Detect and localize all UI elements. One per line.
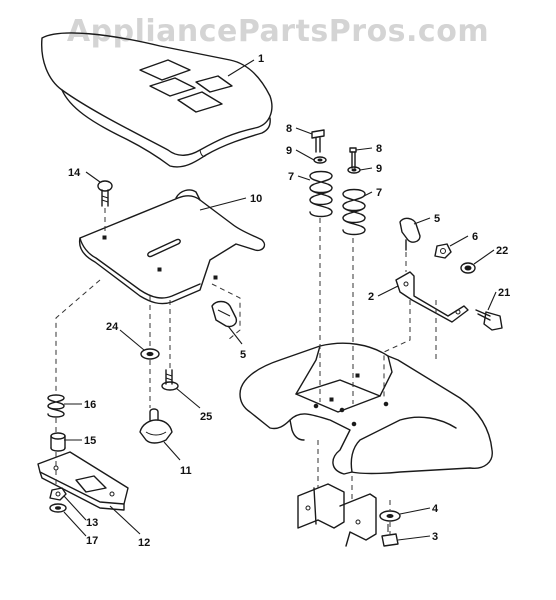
callout-bolt-14: 14 [68, 167, 81, 179]
bolt-8a-part[interactable] [311, 129, 325, 153]
callout-bushing-15: 15 [84, 435, 96, 447]
callout-pan-10: 10 [250, 193, 262, 205]
callout-knob-5b: 5 [240, 349, 246, 361]
bracket-2-part[interactable] [395, 271, 469, 323]
spring-16-part[interactable] [47, 394, 65, 418]
callout-spring-16: 16 [84, 399, 96, 411]
knob-5a-part[interactable] [399, 217, 421, 251]
callout-plate-12: 12 [138, 537, 150, 549]
callout-knob-5a: 5 [434, 213, 440, 225]
plate-12-part[interactable] [37, 451, 129, 511]
spring-7a-part[interactable] [309, 170, 333, 218]
callout-washer-4: 4 [432, 503, 439, 515]
bolt-25-part[interactable] [161, 369, 179, 391]
callout-washer-17: 17 [86, 535, 98, 547]
knob-11-part[interactable] [139, 408, 173, 444]
callout-seat: 1 [258, 53, 264, 65]
callout-nut-13: 13 [86, 517, 98, 529]
callout-nut-6: 6 [472, 231, 478, 243]
callout-bolt-8a: 8 [286, 123, 292, 135]
washer-9a-part[interactable] [313, 156, 327, 164]
washer-24-part[interactable] [140, 348, 160, 360]
nut-13-part[interactable] [49, 487, 67, 501]
nut-6-part[interactable] [434, 243, 452, 259]
leader-lines [63, 59, 497, 541]
bolt-8b-part[interactable] [349, 147, 357, 169]
callout-spring-7b: 7 [376, 187, 382, 199]
seat-pan-part[interactable] [78, 189, 266, 305]
callout-washer-9b: 9 [376, 163, 382, 175]
fender-body-part[interactable] [239, 342, 493, 475]
bolt-3-part[interactable] [381, 524, 399, 547]
washer-4-part[interactable] [379, 510, 401, 522]
callout-nut-22: 22 [496, 245, 508, 257]
frame-bracket-part[interactable] [297, 483, 377, 547]
knob-5b-part[interactable] [211, 300, 238, 328]
nut-22-part[interactable] [460, 262, 476, 274]
spring-7b-part[interactable] [342, 188, 366, 236]
seat-part[interactable] [41, 32, 273, 168]
bushing-15-part[interactable] [50, 432, 66, 452]
callout-bolt-21: 21 [498, 287, 510, 299]
callout-bracket-2: 2 [368, 291, 374, 303]
callout-washer-9a: 9 [286, 145, 292, 157]
callout-labels: 1 14 10 8 9 7 8 9 7 5 6 22 2 21 5 24 16 … [68, 53, 510, 549]
bolt-14-part[interactable] [97, 180, 113, 207]
callout-spring-7a: 7 [288, 171, 294, 183]
washer-9b-part[interactable] [347, 166, 361, 174]
washer-17-part[interactable] [49, 503, 67, 513]
assembly-lines [55, 208, 437, 534]
callout-bolt-3: 3 [432, 531, 438, 543]
callout-bolt-8b: 8 [376, 143, 382, 155]
callout-washer-24: 24 [106, 321, 119, 333]
callout-knob-11: 11 [180, 465, 192, 477]
callout-bolt-25: 25 [200, 411, 212, 423]
bolt-21-part[interactable] [475, 309, 503, 331]
